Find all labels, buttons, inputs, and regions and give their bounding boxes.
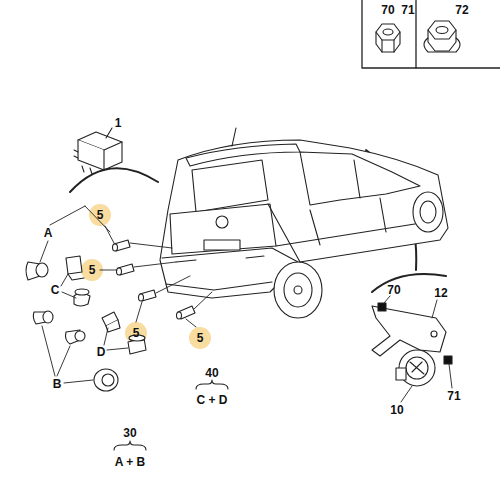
callout-number: 71	[401, 4, 414, 16]
group-label: C + D	[196, 394, 227, 406]
callout-number: 70	[387, 284, 400, 296]
callout-number: 5	[197, 332, 204, 344]
buzzer-bracket	[372, 303, 452, 386]
callout-number: 71	[447, 390, 460, 402]
callout-number: 5	[97, 209, 104, 221]
part-leaders	[40, 206, 128, 383]
callout-number: 30	[123, 427, 136, 439]
group-brace	[196, 380, 228, 389]
nut-table	[362, 0, 500, 68]
callout-number: 5	[133, 327, 140, 339]
callout-number: 70	[381, 4, 394, 16]
callout-number: 72	[455, 4, 468, 16]
part-letter: B	[53, 378, 62, 390]
antenna	[232, 128, 236, 146]
car-wheels	[274, 192, 443, 318]
group-brace	[114, 441, 146, 450]
group-label: A + B	[115, 456, 146, 468]
sensor-leaders	[100, 226, 212, 327]
callout-number: 1	[115, 117, 122, 129]
callout-number: 12	[434, 287, 447, 299]
callout-number: 10	[390, 404, 403, 416]
sensor-holders	[26, 256, 146, 391]
callout-number: 40	[205, 367, 218, 379]
part-letter: D	[97, 346, 106, 358]
callout-number: 5	[89, 264, 96, 276]
sensors	[113, 240, 196, 319]
bracket-leaders	[384, 296, 452, 402]
part-letter: C	[51, 284, 60, 296]
part-letter: A	[44, 227, 53, 239]
control-unit	[74, 128, 122, 174]
